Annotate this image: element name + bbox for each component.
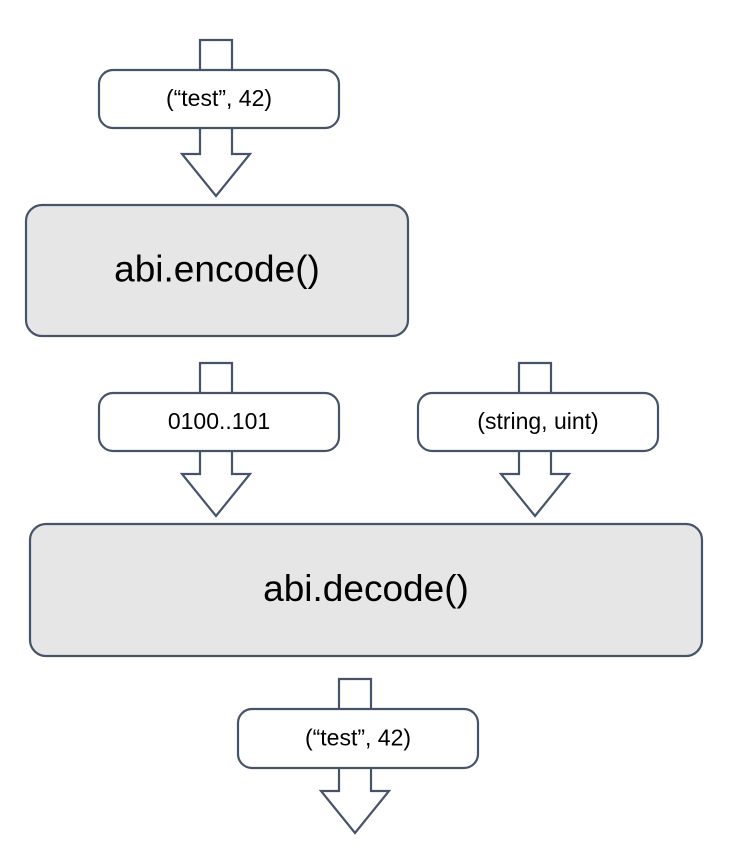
node-label: (string, uint): [477, 408, 598, 434]
diagram-node-abi-encode[interactable]: abi.encode(): [24, 203, 410, 338]
flow-arrow: [498, 451, 572, 518]
process-box: [24, 203, 410, 338]
diagram-node-abi-decode[interactable]: abi.decode(): [28, 522, 704, 658]
data-box: [236, 707, 480, 770]
node-label: 0100..101: [168, 408, 270, 434]
connector-stub: [198, 361, 234, 393]
diagram-node-input-tuple[interactable]: (“test”, 42): [97, 68, 341, 130]
node-label: (“test”, 42): [166, 85, 272, 111]
node-label: abi.decode(): [263, 568, 469, 609]
data-box: [97, 68, 341, 130]
diagram-node-output-tuple[interactable]: (“test”, 42): [236, 707, 480, 770]
node-label: (“test”, 42): [305, 725, 411, 751]
connector-stub: [198, 38, 234, 70]
diagram-node-encoded-bytes[interactable]: 0100..101: [97, 391, 341, 453]
flow-arrow: [318, 768, 392, 835]
arrow-layer: [179, 128, 572, 835]
process-box: [28, 522, 704, 658]
connector-stub: [517, 361, 553, 393]
data-box: [97, 391, 341, 453]
node-label: abi.encode(): [114, 248, 320, 289]
connector-stub-layer: [198, 38, 553, 709]
data-box: [416, 391, 660, 453]
diagram-node-type-tuple[interactable]: (string, uint): [416, 391, 660, 453]
flow-arrow: [179, 128, 253, 198]
connector-stub: [337, 677, 373, 709]
node-layer: (“test”, 42) abi.encode() 0100..101 (string…: [24, 68, 704, 770]
flow-arrow: [179, 451, 253, 518]
